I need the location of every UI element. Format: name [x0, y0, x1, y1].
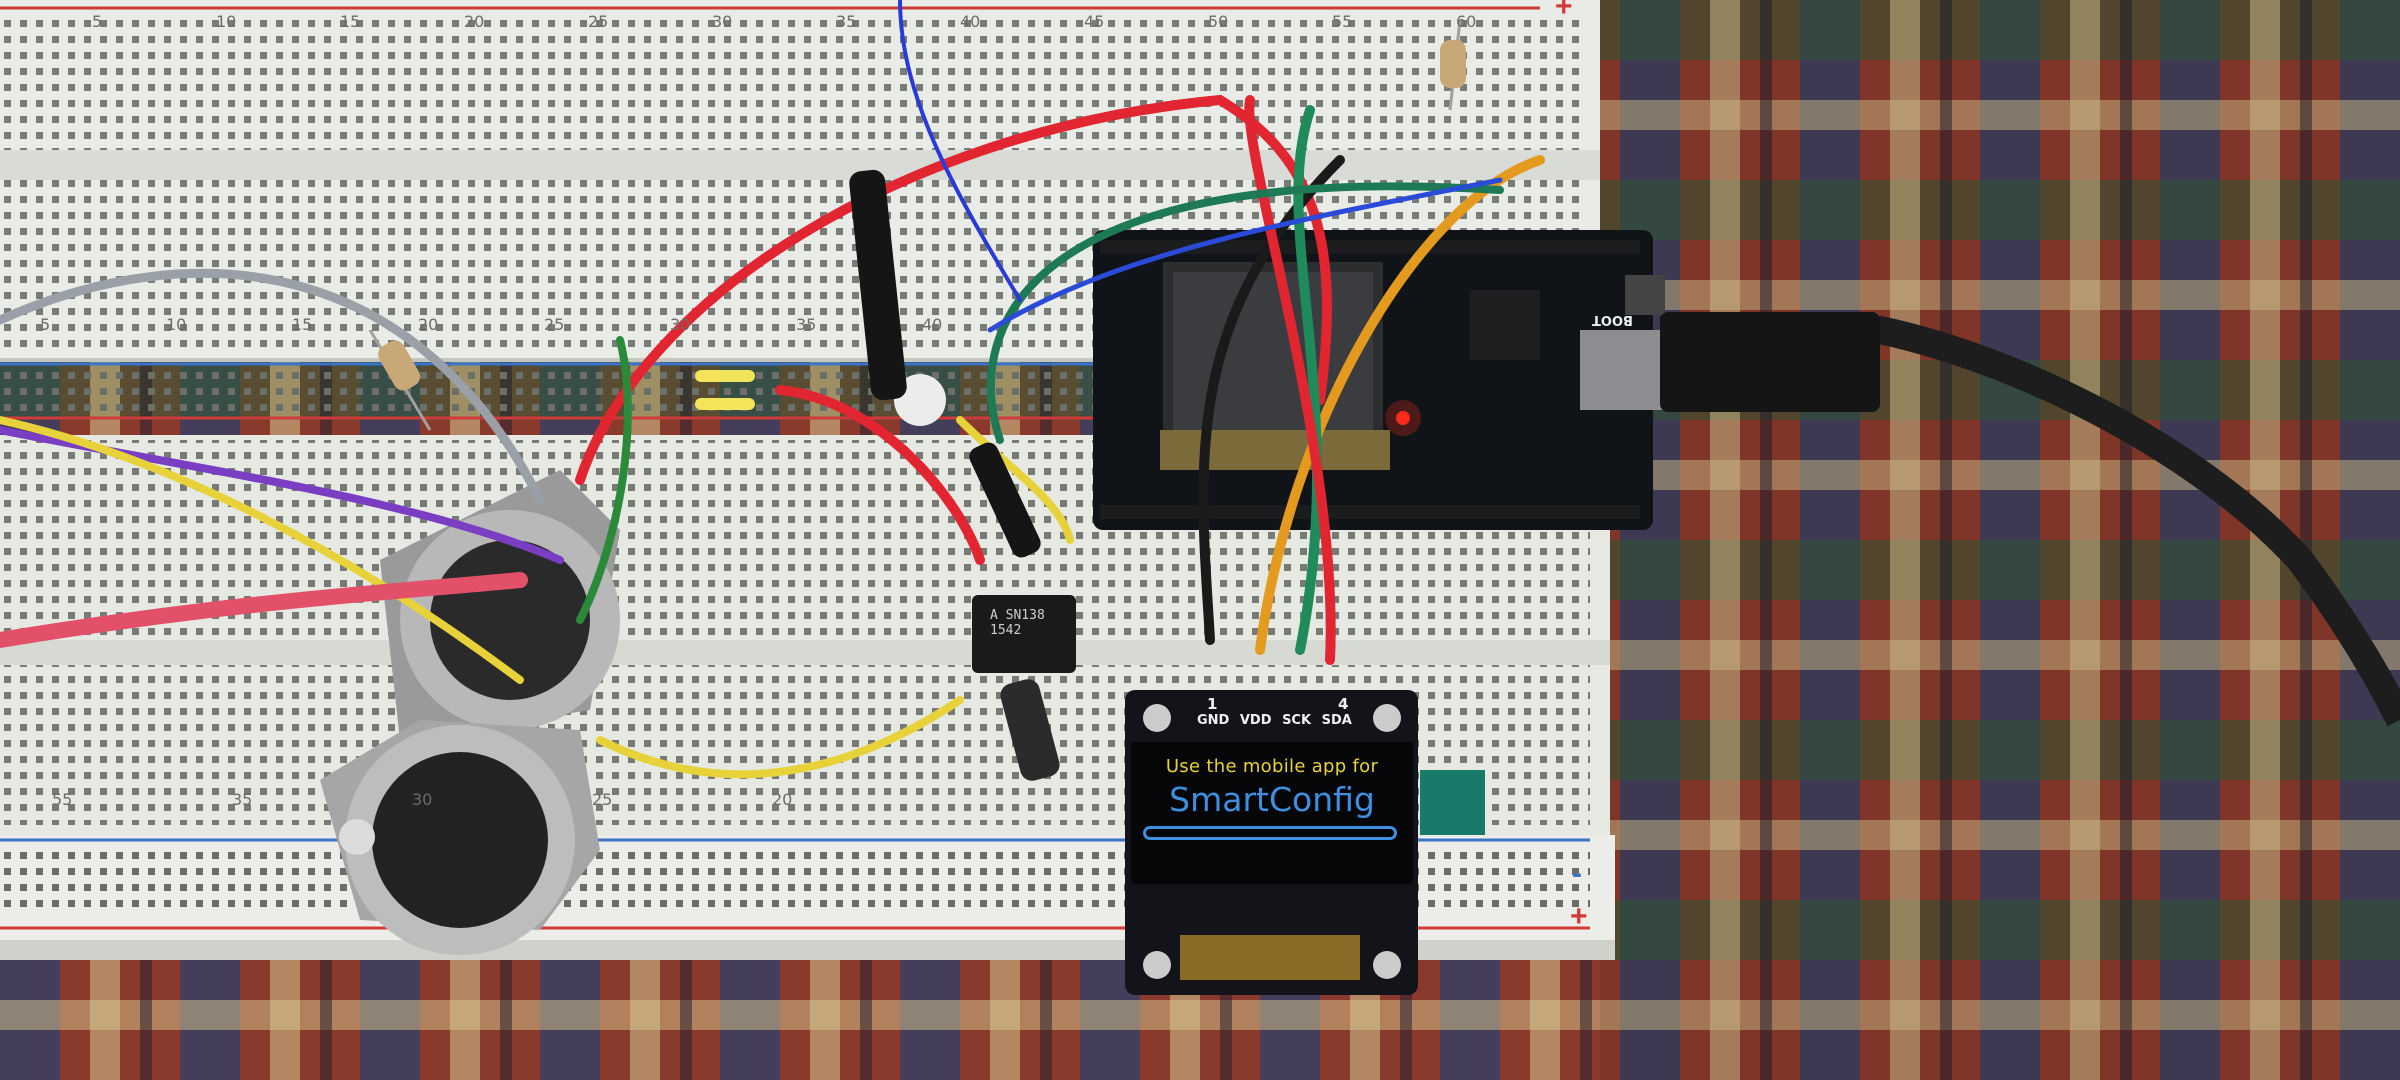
oled-pin-4-number: 4 — [1338, 695, 1349, 713]
column-number: 25 — [592, 790, 613, 809]
rail-plus-marker: + — [1555, 0, 1573, 23]
column-number: 50 — [1208, 12, 1229, 31]
resistor-2 — [1440, 19, 1466, 111]
oled-progress-bar — [1143, 826, 1397, 840]
rail-plus-marker-lower: + — [1570, 900, 1588, 933]
optocoupler-chip — [972, 595, 1076, 673]
pin-label-sda: SDA — [1321, 713, 1352, 728]
column-number: 55 — [52, 790, 73, 809]
column-number: 60 — [1456, 12, 1477, 31]
column-number: 25 — [544, 315, 565, 334]
midi-socket-lower — [320, 720, 600, 955]
oled-pin-labels: GND VDD SCK SDA — [1197, 713, 1358, 728]
column-number: 5 — [92, 12, 103, 31]
pin-label-sck: SCK — [1282, 713, 1312, 728]
oled-instruction-text: Use the mobile app for — [1165, 756, 1379, 777]
column-number: 20 — [464, 12, 485, 31]
resistor-1 — [368, 329, 432, 431]
column-number: 10 — [216, 12, 237, 31]
column-number: 20 — [418, 315, 439, 334]
column-number: 40 — [922, 315, 943, 334]
column-number: 35 — [796, 315, 817, 334]
usb-cable — [1660, 316, 2400, 727]
column-number: 30 — [670, 315, 691, 334]
column-number: 30 — [712, 12, 733, 31]
pin-label-gnd: GND — [1197, 713, 1230, 728]
oled-mode-title: SmartConfig — [1169, 780, 1375, 819]
column-number: 30 — [412, 790, 433, 809]
oled-screen: Use the mobile app for SmartConfig — [1131, 742, 1413, 884]
column-number: 15 — [340, 12, 361, 31]
column-number: 35 — [836, 12, 857, 31]
oled-pin-1-number: 1 — [1207, 695, 1218, 713]
column-number: 40 — [960, 12, 981, 31]
rail-minus-marker: - — [1572, 857, 1582, 890]
column-number: 15 — [292, 315, 313, 334]
column-number: 10 — [166, 315, 187, 334]
column-number: 25 — [588, 12, 609, 31]
wires — [0, 0, 1545, 779]
boot-label: BOOT — [1592, 312, 1633, 327]
pin-label-vdd: VDD — [1239, 713, 1272, 728]
column-number: 20 — [772, 790, 793, 809]
esp32-board — [1093, 230, 1670, 530]
chip-marking: A SN138 1542 — [990, 608, 1045, 638]
led-diffused — [894, 374, 946, 426]
column-number: 5 — [40, 315, 51, 334]
column-number: 35 — [232, 790, 253, 809]
column-number: 55 — [1332, 12, 1353, 31]
column-number: 45 — [1084, 12, 1105, 31]
